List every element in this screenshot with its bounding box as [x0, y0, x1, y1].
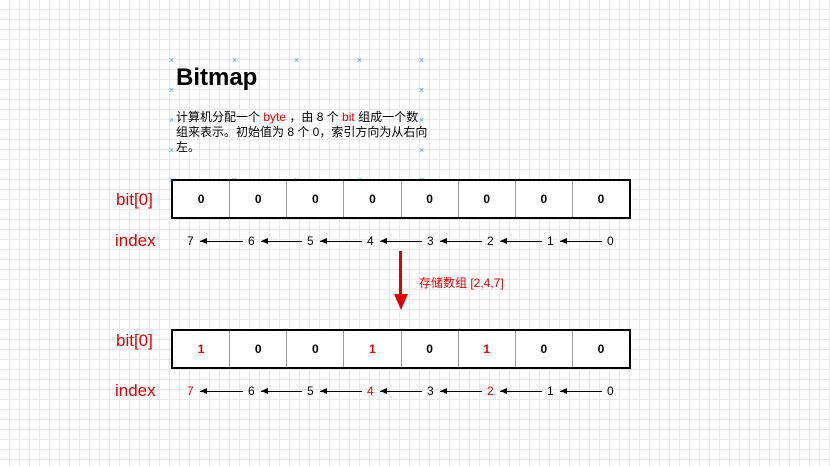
index-arrow-line — [500, 391, 542, 392]
index-number: 2 — [487, 234, 494, 248]
index-number: 5 — [307, 384, 314, 398]
bit-cell: 0 — [287, 181, 345, 217]
arrow-left-icon — [200, 388, 207, 394]
index-number: 0 — [607, 234, 614, 248]
bit-cell: 0 — [516, 331, 573, 367]
index-number: 6 — [248, 234, 255, 248]
index-number: 7 — [187, 384, 194, 398]
arrow-left-icon — [380, 238, 387, 244]
down-arrow-icon — [394, 294, 408, 310]
desc-byte: byte — [263, 110, 287, 124]
desc-mid: ，由 8 个 — [286, 110, 343, 124]
resize-handle-icon[interactable]: × — [168, 85, 175, 95]
arrow-left-icon — [440, 238, 447, 244]
arrow-left-icon — [320, 388, 327, 394]
index-arrow-line — [261, 241, 302, 242]
arrow-left-icon — [560, 388, 567, 394]
index-arrow-line — [440, 391, 482, 392]
arrow-left-icon — [320, 238, 327, 244]
arrow-left-icon — [200, 238, 207, 244]
index-number: 6 — [248, 384, 255, 398]
arrow-left-icon — [261, 238, 268, 244]
bottom-index-label: index — [115, 381, 156, 400]
bit-cell: 0 — [287, 331, 345, 367]
index-number: 4 — [367, 384, 374, 398]
index-arrow-line — [200, 391, 243, 392]
index-number: 4 — [367, 234, 374, 248]
desc-bit: bit — [342, 110, 355, 124]
bit-cell: 1 — [173, 331, 231, 367]
index-arrow-line — [200, 241, 243, 242]
index-arrow-line — [440, 241, 482, 242]
index-arrow-line — [320, 241, 362, 242]
index-arrow-line — [560, 391, 602, 392]
index-number: 3 — [427, 234, 434, 248]
bit-cell: 0 — [344, 181, 402, 217]
resize-handle-icon[interactable]: × — [418, 55, 425, 65]
desc-prefix: 计算机分配一个 — [176, 110, 264, 124]
bit-cell: 0 — [516, 181, 573, 217]
resize-handle-icon[interactable]: × — [418, 145, 425, 155]
store-label: 存储数组 [2,4,7] — [419, 276, 504, 290]
resize-handle-icon[interactable]: × — [293, 55, 300, 65]
resize-handle-icon[interactable]: × — [168, 145, 175, 155]
index-number: 1 — [547, 234, 554, 248]
bit-cell: 0 — [402, 331, 459, 367]
index-arrow-line — [500, 241, 542, 242]
index-arrow-line — [320, 391, 362, 392]
index-arrow-line — [380, 241, 422, 242]
bit-cell: 0 — [230, 331, 288, 367]
bit-cell: 0 — [459, 181, 516, 217]
desc-suffix: 组成一个数组来表示。初始值为 8 个 0，索引方向为从右向左。 — [176, 110, 428, 154]
index-arrow-line — [380, 391, 422, 392]
bit-cell: 0 — [173, 181, 231, 217]
resize-handle-icon[interactable]: × — [356, 55, 363, 65]
resize-handle-icon[interactable]: × — [418, 115, 425, 125]
down-arrow-shaft — [399, 251, 402, 295]
description-text: 计算机分配一个 byte ，由 8 个 bit 组成一个数组来表示。初始值为 8… — [176, 110, 428, 155]
bottom-row-label: bit[0] — [116, 331, 153, 350]
resize-handle-icon[interactable]: × — [168, 115, 175, 125]
index-number: 0 — [607, 384, 614, 398]
index-number: 5 — [307, 234, 314, 248]
index-number: 7 — [187, 234, 194, 248]
resize-handle-icon[interactable]: × — [168, 55, 175, 65]
arrow-left-icon — [560, 238, 567, 244]
index-arrow-line — [261, 391, 302, 392]
index-number: 3 — [427, 384, 434, 398]
arrow-left-icon — [261, 388, 268, 394]
diagram-title: Bitmap — [176, 64, 258, 91]
bit-cell: 1 — [459, 331, 516, 367]
arrow-left-icon — [500, 388, 507, 394]
bit-cell: 0 — [402, 181, 459, 217]
index-arrow-line — [560, 241, 602, 242]
top-index-label: index — [115, 231, 156, 250]
arrow-left-icon — [440, 388, 447, 394]
arrow-left-icon — [380, 388, 387, 394]
bit-cell: 0 — [597, 342, 605, 356]
resize-handle-icon[interactable]: × — [418, 85, 425, 95]
index-number: 1 — [547, 384, 554, 398]
top-row-label: bit[0] — [116, 190, 153, 209]
bit-cell: 1 — [344, 331, 402, 367]
index-number: 2 — [487, 384, 494, 398]
bit-cell: 0 — [230, 181, 288, 217]
bit-cell: 0 — [597, 192, 605, 206]
arrow-left-icon — [500, 238, 507, 244]
resize-handle-icon[interactable]: × — [231, 55, 238, 65]
